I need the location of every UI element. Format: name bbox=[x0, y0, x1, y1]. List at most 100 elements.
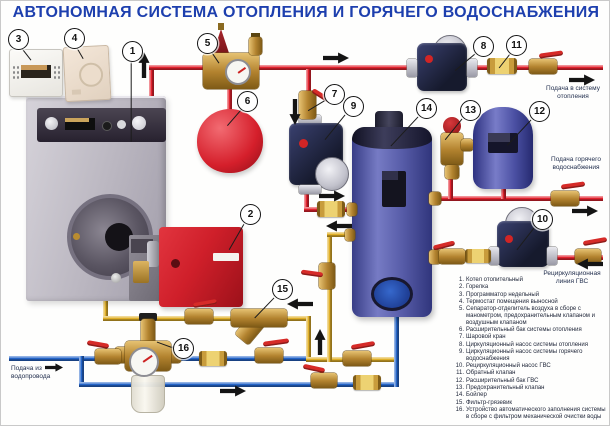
thermostat-button bbox=[71, 89, 82, 95]
boiler-knob-2 bbox=[117, 120, 126, 129]
pump-heating-flange-right bbox=[467, 59, 477, 77]
ball-valve-recirc-right bbox=[575, 236, 608, 265]
pipe-cold-branch-down bbox=[79, 356, 84, 384]
callout-12: 12 bbox=[529, 101, 550, 122]
boiler-display-scale bbox=[65, 118, 89, 122]
pump-recirculation-badge bbox=[505, 235, 513, 243]
burner-door-hinge bbox=[73, 233, 80, 240]
callout-2: 2 bbox=[240, 204, 261, 225]
expansion-dhw-label bbox=[488, 133, 518, 153]
pump-recirculation-flange-right bbox=[547, 247, 557, 265]
air-separator bbox=[201, 23, 269, 93]
pipe-safety-valve-stub bbox=[448, 179, 453, 199]
pump-recirculation-flange-left bbox=[489, 247, 499, 265]
pipe-boiler-riser bbox=[149, 65, 154, 99]
safety-valve-outlet bbox=[461, 139, 473, 151]
callout-14: 14 bbox=[416, 98, 437, 119]
check-valve-cold-main bbox=[199, 351, 227, 366]
burner-label bbox=[213, 253, 239, 261]
dhw-tank bbox=[352, 111, 434, 319]
callout-7: 7 bbox=[324, 84, 345, 105]
ball-valve-cold-inlet bbox=[86, 339, 125, 365]
legend-item-12: 12.Расширительный бак ГВС bbox=[455, 377, 539, 384]
label-water-main: Подача из водопровода bbox=[11, 365, 51, 380]
ball-valve-heating-out bbox=[529, 50, 564, 75]
autofill-knob bbox=[139, 313, 157, 321]
autofill-top-valve bbox=[141, 319, 155, 343]
check-valve-tank-feed bbox=[353, 375, 381, 390]
boiler-knob-1 bbox=[45, 117, 58, 130]
callout-10: 10 bbox=[532, 209, 553, 230]
arrow-right-water-main bbox=[45, 363, 63, 372]
expansion-dhw-label-strip bbox=[488, 133, 510, 142]
callout-1: 1 bbox=[122, 41, 143, 62]
room-thermostat bbox=[62, 44, 112, 103]
ball-valve-dhw-out bbox=[551, 181, 586, 207]
pipe-boiler-return-stub bbox=[103, 295, 108, 320]
programmator-display bbox=[21, 65, 51, 78]
check-valve-coil-in bbox=[317, 201, 345, 217]
arrow-right-coil-in bbox=[319, 190, 345, 202]
arrow-right-dhw bbox=[572, 205, 598, 217]
pipe-coil-return bbox=[327, 232, 332, 362]
legend-item-9: 9.Циркуляционный насос системы горячего … bbox=[458, 348, 583, 362]
programmator-display-strip bbox=[21, 65, 47, 70]
legend-item-5: 5.Сепаратор-отделитель воздуха в сборе с… bbox=[458, 306, 595, 326]
pipe-pump9-outlet bbox=[304, 186, 309, 212]
burner-housing bbox=[159, 227, 243, 307]
callout-9: 9 bbox=[343, 96, 364, 117]
tank-fitting-coil-out bbox=[345, 229, 355, 241]
legend-item-7: 7.Шаровой кран bbox=[458, 334, 506, 341]
legend-item-3: 3.Программатор недельный bbox=[458, 291, 540, 298]
separator-vent-cap bbox=[251, 33, 260, 38]
tank-fitting-dhw-out bbox=[429, 192, 441, 205]
check-valve-recirc bbox=[465, 249, 491, 263]
ball-valve-coil-return bbox=[300, 259, 345, 291]
callout-8: 8 bbox=[473, 36, 494, 57]
label-recirculation: Рециркуляционная линия ГВС bbox=[543, 270, 601, 285]
legend-item-4: 4.Термостат помещения выносной bbox=[458, 298, 558, 305]
callout-5: 5 bbox=[197, 33, 218, 54]
expansion-tank-heating bbox=[197, 109, 263, 173]
legend-item-15: 15.Фильтр-грязевик bbox=[455, 399, 513, 406]
pipe-dhw-supply bbox=[430, 196, 603, 201]
boiler-button bbox=[102, 121, 112, 131]
leader-1 bbox=[130, 61, 132, 142]
separator-pressure-gauge bbox=[225, 59, 251, 85]
pump-dhw-flange-bottom bbox=[299, 185, 321, 194]
programmator-buttons-right bbox=[53, 65, 61, 79]
boiler-knob-3 bbox=[132, 116, 146, 130]
strainer-filter bbox=[231, 301, 291, 353]
ball-valve-branch bbox=[297, 88, 331, 121]
pump-dhw-badge bbox=[299, 139, 308, 148]
pipe-tank-cold-inlet bbox=[394, 313, 399, 387]
safety-valve-body bbox=[441, 133, 463, 165]
strainer-body bbox=[231, 309, 287, 327]
callout-6: 6 bbox=[237, 91, 258, 112]
page-title: АВТОНОМНАЯ СИСТЕМА ОТОПЛЕНИЯ И ГОРЯЧЕГО … bbox=[12, 4, 600, 21]
callout-4: 4 bbox=[64, 28, 85, 49]
callout-11: 11 bbox=[506, 35, 527, 56]
safety-valve-lower bbox=[445, 165, 459, 179]
callout-16: 16 bbox=[173, 338, 194, 359]
legend-item-14: 14.Бойлер bbox=[455, 392, 487, 399]
burner-cylinder bbox=[147, 241, 159, 267]
separator-air-vent bbox=[249, 37, 262, 55]
ball-valve-recirc-left bbox=[432, 240, 469, 265]
pump-dhw-flange-top bbox=[299, 115, 321, 125]
legend-item-11: 11.Обратный клапан bbox=[456, 370, 516, 377]
boiler-vent-knob bbox=[111, 273, 121, 283]
legend-item-2: 2.Горелка bbox=[458, 284, 489, 291]
pipe-separator-drop bbox=[227, 69, 232, 119]
legend-item-1: 1.Котел отопительный bbox=[458, 277, 523, 283]
pipe-expansion12-stub bbox=[501, 185, 506, 199]
pump-dhw bbox=[287, 115, 349, 197]
burner-hole bbox=[171, 259, 180, 268]
expansion-tank-dhw bbox=[473, 107, 535, 191]
ball-valve-tank-feed bbox=[302, 363, 341, 389]
pipe-cold-feed-tank bbox=[79, 382, 399, 387]
tank-label bbox=[382, 171, 406, 207]
safety-valve-cap bbox=[443, 117, 461, 135]
ball-valve-return bbox=[185, 298, 219, 325]
